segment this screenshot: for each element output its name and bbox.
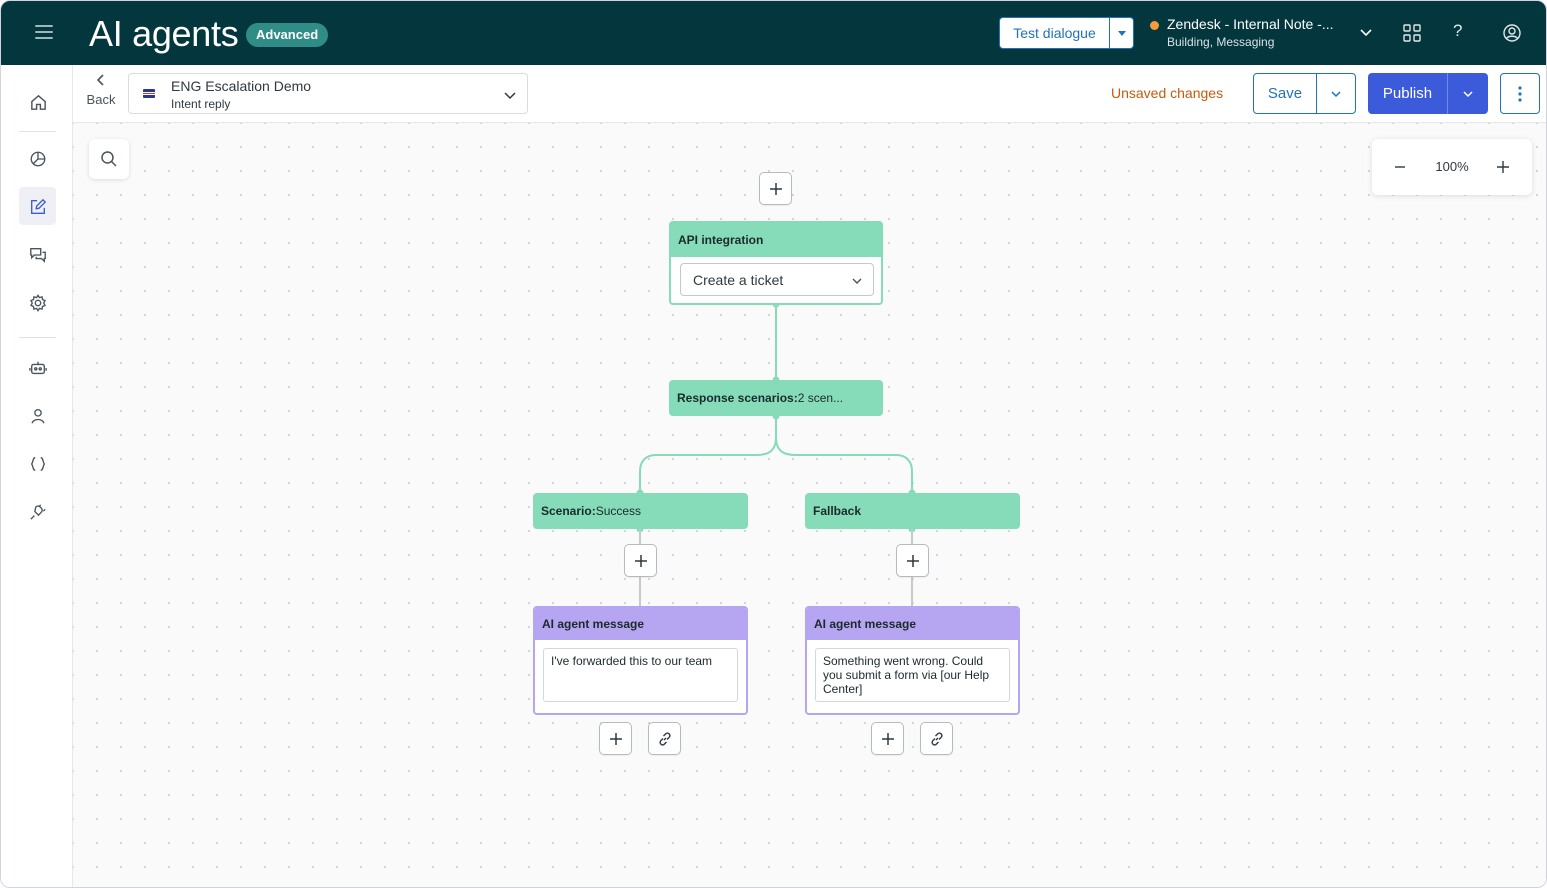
search-icon [101, 151, 117, 167]
apps-grid-icon[interactable] [1403, 24, 1421, 47]
chevron-down-icon[interactable] [1359, 25, 1373, 44]
save-button[interactable]: Save [1253, 73, 1356, 114]
link-step-button[interactable] [920, 722, 953, 755]
plus-icon [906, 554, 919, 567]
test-dialogue-label[interactable]: Test dialogue [1000, 18, 1110, 48]
uk-flag-icon [143, 89, 155, 98]
link-step-button[interactable] [648, 722, 681, 755]
kebab-menu-icon [1518, 85, 1522, 102]
settings-icon[interactable] [28, 293, 48, 313]
node-title-label: Scenario: [541, 504, 596, 518]
app-title: AI agents [89, 13, 239, 54]
plan-badge: Advanced [246, 23, 329, 47]
publish-button[interactable]: Publish [1368, 73, 1488, 114]
analytics-icon[interactable] [28, 149, 48, 169]
person-icon[interactable] [28, 406, 48, 426]
add-step-button[interactable] [599, 722, 632, 755]
user-avatar-icon[interactable] [1503, 24, 1521, 47]
back-label: Back [86, 92, 116, 107]
node-title: API integration [678, 233, 764, 247]
link-icon [930, 731, 943, 746]
message-text[interactable]: I've forwarded this to our team [543, 648, 738, 702]
code-braces-icon[interactable] [28, 454, 48, 474]
rail-divider [19, 131, 56, 132]
chevron-down-icon [503, 88, 517, 107]
menu-icon[interactable] [35, 25, 53, 41]
link-icon [658, 731, 671, 746]
integration-plug-icon[interactable] [28, 502, 48, 522]
test-dialogue-button[interactable]: Test dialogue [999, 17, 1134, 49]
rail-divider [19, 337, 56, 338]
unsaved-changes-label: Unsaved changes [1111, 85, 1224, 101]
left-sidebar [1, 65, 73, 887]
integration-name[interactable]: Zendesk - Internal Note -... [1167, 16, 1334, 32]
plus-icon [881, 732, 894, 745]
status-dot [1150, 21, 1159, 30]
search-button[interactable] [89, 139, 129, 179]
bot-icon[interactable] [28, 358, 48, 378]
message-text[interactable]: Something went wrong. Could you submit a… [815, 648, 1010, 702]
response-scenarios-node[interactable]: Response scenarios:2 scen... [669, 380, 883, 416]
add-step-button[interactable] [759, 172, 792, 205]
node-title: Scenario:Success [533, 493, 748, 529]
intent-title: ENG Escalation Demo [171, 78, 312, 94]
node-title: Response scenarios:2 scen... [669, 380, 883, 416]
back-button[interactable]: Back [81, 73, 121, 109]
zoom-controls: 100% [1372, 139, 1532, 195]
top-header: AI agents Advanced Test dialogue Zendesk… [1, 1, 1546, 65]
node-title: AI agent message [535, 608, 746, 640]
caret-down-icon[interactable] [1110, 18, 1133, 48]
ai-agent-message-node[interactable]: AI agent message Something went wrong. C… [805, 606, 1020, 715]
help-icon[interactable]: ? [1453, 21, 1463, 40]
chevron-down-icon[interactable] [1317, 74, 1355, 113]
integration-subtitle: Building, Messaging [1167, 35, 1275, 49]
add-step-button[interactable] [871, 722, 904, 755]
chevron-down-icon [851, 274, 863, 292]
node-title-label: Response scenarios: [677, 391, 798, 405]
home-icon[interactable] [28, 92, 48, 112]
edit-icon[interactable] [28, 197, 48, 217]
editor-toolbar: Back ENG Escalation Demo Intent reply Un… [73, 65, 1546, 123]
zoom-in-button[interactable] [1493, 157, 1513, 177]
api-integration-node[interactable]: API integration Create a ticket [669, 221, 883, 305]
add-step-button[interactable] [896, 544, 929, 577]
zoom-out-button[interactable] [1390, 157, 1410, 177]
node-title-value: 2 scen... [797, 391, 844, 405]
scenario-success-node[interactable]: Scenario:Success [533, 493, 748, 529]
add-step-button[interactable] [624, 544, 657, 577]
more-options-button[interactable] [1500, 73, 1540, 114]
conversations-icon[interactable] [28, 245, 48, 265]
node-title-value: Success [595, 504, 642, 518]
ai-agent-message-node[interactable]: AI agent message I've forwarded this to … [533, 606, 748, 715]
intent-subtitle: Intent reply [171, 97, 231, 111]
node-title: AI agent message [807, 608, 1018, 640]
plus-icon [609, 732, 622, 745]
fallback-node[interactable]: Fallback [805, 493, 1020, 529]
save-label[interactable]: Save [1254, 74, 1317, 113]
chevron-down-icon[interactable] [1448, 73, 1488, 114]
node-title: Fallback [813, 504, 862, 518]
zoom-level: 100% [1435, 159, 1469, 174]
api-action-select[interactable]: Create a ticket [680, 263, 874, 296]
intent-selector[interactable]: ENG Escalation Demo Intent reply [128, 73, 528, 114]
plus-icon [634, 554, 647, 567]
plus-icon [769, 182, 782, 195]
api-action-value: Create a ticket [693, 272, 784, 288]
publish-label[interactable]: Publish [1368, 73, 1448, 114]
chevron-left-icon [81, 73, 121, 91]
